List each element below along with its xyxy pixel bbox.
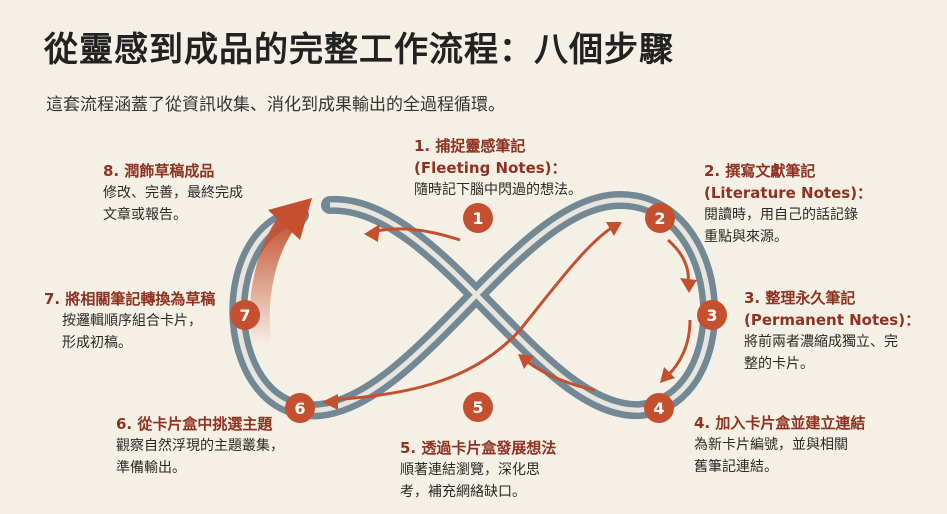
step-3-text: 3. 整理永久筆記 (Permanent Notes)： 將前兩者濃縮成獨立、完… [744,287,920,375]
step-badge-4: 4 [644,393,674,423]
step-badge-label: 7 [239,306,250,325]
step-badge-1: 1 [463,203,493,233]
step-badge-label: 5 [472,398,483,417]
step-badge-6: 6 [285,393,315,423]
step-description: 形成初稿。 [62,335,132,351]
page-title: 從靈感到成品的完整工作流程：八個步驟 [44,30,674,70]
step-heading: 3. 整理永久筆記 [744,289,856,307]
step-heading-en: (Fleeting Notes)： [414,159,567,177]
step-heading-en: (Literature Notes)： [704,184,873,202]
step-badge-5: 5 [463,392,493,422]
step-description: 舊筆記連結。 [694,459,778,475]
step-description: 按邏輯順序組合卡片， [62,313,202,329]
step-heading: 5. 透過卡片盒發展想法 [400,439,557,457]
step-description: 觀察自然浮現的主題叢集， [116,438,284,454]
step-description: 閱讀時，用自己的話記錄 [704,207,858,223]
step-heading: 8. 潤飾草稿成品 [103,162,215,180]
step-badge-label: 6 [294,399,305,418]
step-6-text: 6. 從卡片盒中挑選主題 觀察自然浮現的主題叢集， 準備輸出。 [116,413,284,479]
step-7-text: 7. 將相關筆記轉換為草稿 按邏輯順序組合卡片， 形成初稿。 [44,288,215,354]
page-subtitle: 這套流程涵蓋了從資訊收集、消化到成果輸出的全過程循環。 [46,95,505,115]
step-description: 文章或報告。 [103,207,187,223]
step-badge-7: 7 [230,300,260,330]
step-description: 考，補充網絡缺口。 [400,484,526,500]
step-description: 重點與來源。 [704,229,788,245]
step-badge-3: 3 [697,300,727,330]
step-description: 順著連結瀏覽，深化思 [400,462,540,478]
step-badge-label: 4 [653,399,664,418]
step-heading: 1. 捕捉靈感筆記 [414,137,526,155]
step-description: 修改、完善，最終完成 [103,185,243,201]
step-heading: 4. 加入卡片盒並建立連結 [694,414,866,432]
step-1-text: 1. 捕捉靈感筆記 (Fleeting Notes)： 隨時記下腦中閃過的想法。 [414,135,582,201]
arrowheads [322,222,697,410]
step-4-text: 4. 加入卡片盒並建立連結 為新卡片編號，並與相關 舊筆記連結。 [694,412,865,478]
step-heading: 7. 將相關筆記轉換為草稿 [44,290,216,308]
output-arrow [249,198,312,355]
step-heading-en: (Permanent Notes)： [744,311,921,329]
step-description: 將前兩者濃縮成獨立、完 [744,334,898,350]
step-description: 為新卡片編號，並與相關 [694,437,848,453]
step-badge-label: 3 [706,306,717,325]
step-8-text: 8. 潤飾草稿成品 修改、完善，最終完成 文章或報告。 [103,160,243,226]
step-description: 準備輸出。 [116,460,186,476]
step-heading: 6. 從卡片盒中挑選主題 [116,415,273,433]
step-5-text: 5. 透過卡片盒發展想法 順著連結瀏覽，深化思 考，補充網絡缺口。 [400,437,556,503]
step-description: 隨時記下腦中閃過的想法。 [414,182,582,198]
step-heading: 2. 撰寫文獻筆記 [704,162,816,180]
step-badge-label: 1 [472,209,483,228]
step-2-text: 2. 撰寫文獻筆記 (Literature Notes)： 閱讀時，用自己的話記… [704,160,872,248]
step-description: 整的卡片。 [744,356,814,372]
step-badge-2: 2 [645,203,675,233]
step-badge-label: 2 [654,209,665,228]
